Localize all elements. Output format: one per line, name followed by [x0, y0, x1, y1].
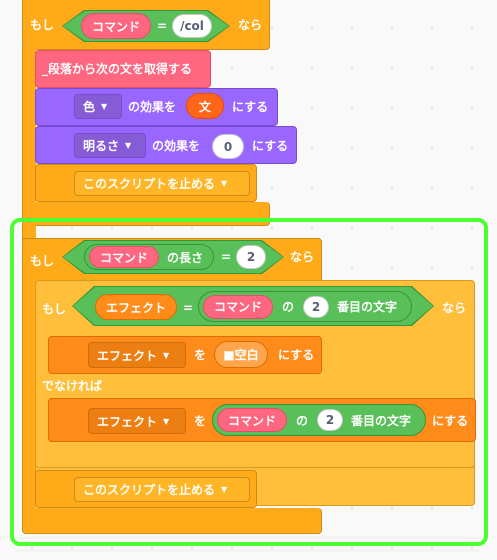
custom-block-get-next-sentence[interactable]: [35, 50, 211, 88]
command-reporter-label: コマンド: [91, 19, 140, 34]
command-reporter-4-label: コマンド: [227, 413, 276, 428]
effect-dropdown-color-value: 色: [83, 100, 96, 114]
letter-label-2: 番目の文字: [351, 413, 412, 428]
length-value-text: 2: [246, 250, 256, 264]
then-label: なら: [238, 18, 263, 32]
inner-equals-sign: =: [183, 301, 194, 315]
if-block-1-footer: [22, 202, 270, 226]
inner-if-label: もし: [42, 302, 67, 316]
to-label-1: を: [194, 348, 207, 362]
command-reporter-2-label: コマンド: [99, 250, 148, 265]
of-label-2: の: [296, 413, 309, 428]
if-label: もし: [30, 18, 55, 32]
command-reporter-3[interactable]: コマンド: [203, 294, 273, 319]
command-reporter-2[interactable]: コマンド: [89, 246, 159, 268]
set-suffix-2: にする: [432, 414, 469, 428]
chevron-down-icon: ▼: [125, 141, 132, 150]
index-input-2-text: 2: [325, 413, 335, 427]
else-bar: [35, 374, 475, 400]
index-input-1[interactable]: 2: [303, 295, 330, 318]
command-reporter-3-label: コマンド: [213, 300, 262, 314]
length-reporter[interactable]: コマンド の長さ: [84, 244, 214, 270]
stop-dropdown-2[interactable]: このスクリプトを止める ▼: [74, 477, 250, 502]
stop-dropdown-1[interactable]: このスクリプトを止める ▼: [74, 171, 250, 196]
index-input-2[interactable]: 2: [317, 409, 344, 431]
then-label-2: なら: [290, 250, 315, 264]
if-block-1[interactable]: もし コマンド = /col なら _段落から次の文を取得する 色 ▼ の効果を…: [0, 0, 497, 230]
effect-dropdown-color[interactable]: 色 ▼: [74, 94, 122, 119]
effect-value-1-text: 文: [198, 99, 211, 114]
variable-dropdown-1-value: エフェクト: [97, 348, 158, 363]
set-suffix-1: にする: [278, 348, 315, 362]
index-input-1-text: 2: [311, 299, 321, 314]
else-label: でなければ: [42, 379, 103, 393]
effect-suffix-2: にする: [252, 139, 289, 153]
effect-label-1: の効果を: [128, 100, 177, 114]
to-label-2: を: [194, 414, 207, 428]
letter-of-reporter-1[interactable]: コマンド の 2 番目の文字: [198, 291, 412, 322]
if-block-2-arm: [22, 282, 36, 512]
inner-then-label: なら: [442, 301, 467, 315]
chevron-down-icon: ▼: [221, 485, 228, 494]
set-value-input-1[interactable]: ■空白: [214, 341, 268, 368]
chevron-down-icon: ▼: [221, 179, 228, 188]
selection-highlight: [10, 218, 488, 546]
command-reporter[interactable]: コマンド: [81, 13, 151, 39]
effect-variable-reporter[interactable]: エフェクト: [95, 294, 177, 320]
chevron-down-icon: ▼: [101, 102, 108, 111]
letter-label-1: 番目の文字: [337, 300, 398, 314]
variable-dropdown-2[interactable]: エフェクト ▼: [88, 408, 186, 434]
variable-dropdown-1[interactable]: エフェクト ▼: [88, 342, 186, 368]
effect-suffix-1: にする: [232, 100, 269, 114]
if-block-1-arm: [22, 48, 36, 208]
custom-block-label: _段落から次の文を取得する: [42, 62, 193, 76]
command-reporter-4[interactable]: コマンド: [217, 408, 287, 432]
chevron-down-icon: ▼: [163, 416, 170, 426]
if-block-2[interactable]: もし コマンド の長さ = 2 なら もし エフェクト = コマンド の 2 番…: [0, 232, 497, 542]
if-else-footer: [35, 442, 475, 468]
set-value-1-text: ■空白: [223, 348, 259, 362]
if-label-2: もし: [30, 254, 55, 268]
script-stem: [22, 224, 36, 240]
stop-dropdown-2-value: このスクリプトを止める: [83, 483, 216, 497]
value-input[interactable]: /col: [172, 14, 212, 38]
chevron-down-icon: ▼: [163, 350, 170, 360]
if-block-2-footer: [22, 508, 322, 534]
effect-variable-label: エフェクト: [105, 300, 166, 315]
length-label: の長さ: [167, 250, 204, 265]
variable-dropdown-2-value: エフェクト: [97, 414, 158, 429]
effect-dropdown-brightness-value: 明るさ: [83, 139, 120, 153]
equals-sign-2: =: [221, 250, 232, 264]
equals-sign: =: [157, 19, 168, 33]
effect-value-2-text: 0: [223, 139, 233, 154]
effect-label-2: の効果を: [152, 139, 201, 153]
stop-dropdown-1-value: このスクリプトを止める: [83, 177, 216, 191]
effect-value-input-2[interactable]: 0: [212, 134, 244, 159]
effect-dropdown-brightness[interactable]: 明るさ ▼: [74, 133, 146, 158]
length-value-input[interactable]: 2: [236, 245, 266, 269]
effect-value-input-1[interactable]: 文: [186, 93, 224, 119]
value-input-text: /col: [180, 19, 204, 33]
of-label-1: の: [282, 300, 295, 314]
letter-of-reporter-2[interactable]: コマンド の 2 番目の文字: [212, 404, 426, 436]
